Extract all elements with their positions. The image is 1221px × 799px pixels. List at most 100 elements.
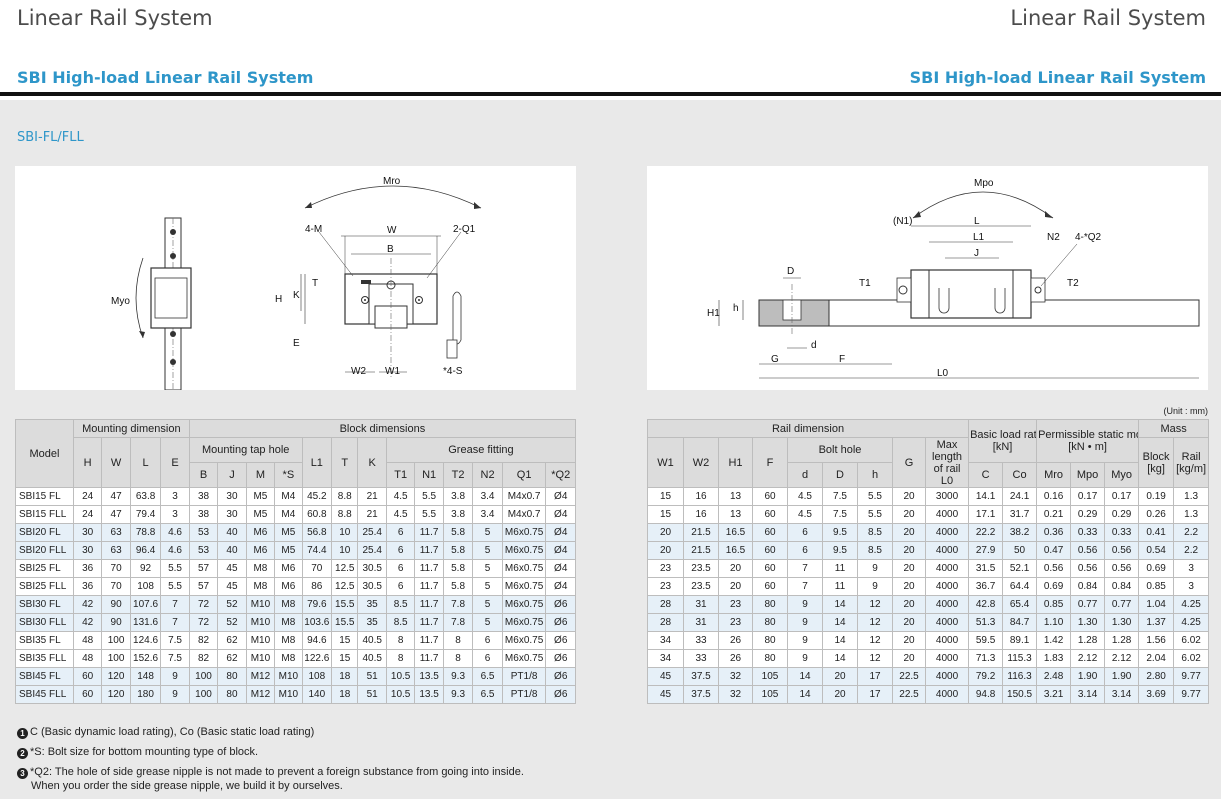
table-cell: 5 xyxy=(472,559,503,578)
table-cell: 6 xyxy=(385,577,416,596)
table-cell: M6x0.75 xyxy=(501,595,547,614)
table-cell: 4.6 xyxy=(160,523,190,542)
table-cell: 26 xyxy=(718,649,753,668)
table-cell: 100 xyxy=(188,685,219,704)
table-cell: M10 xyxy=(245,613,276,632)
table-cell: 5.8 xyxy=(442,541,474,560)
table-cell: 20 xyxy=(892,631,926,650)
table-cell: 40 xyxy=(217,523,247,542)
table-cell: 0.29 xyxy=(1104,505,1140,524)
table-cell: 6.02 xyxy=(1173,649,1210,668)
col-b: B xyxy=(188,462,219,488)
table-cell: 3 xyxy=(1173,559,1210,578)
label-t2: T2 xyxy=(1067,278,1079,289)
table-cell: 79.2 xyxy=(968,667,1004,686)
table-cell: 36.7 xyxy=(968,577,1004,596)
table-cell: 3 xyxy=(1173,577,1210,596)
table-cell: 9.5 xyxy=(822,523,858,542)
label-n2: N2 xyxy=(1047,232,1060,243)
table-cell: 35 xyxy=(357,613,387,632)
table-cell: 9 xyxy=(857,577,893,596)
table-cell: 0.54 xyxy=(1138,541,1175,560)
table-cell: 131.6 xyxy=(129,613,162,632)
col-q1: Q1 xyxy=(501,462,547,488)
table-cell: 1.3 xyxy=(1173,505,1210,524)
table-cell: M8 xyxy=(274,631,303,650)
table-cell: M8 xyxy=(274,613,303,632)
page-title-left: Linear Rail System xyxy=(17,6,213,30)
table-cell: Ø4 xyxy=(545,541,576,560)
table-cell: 14 xyxy=(787,667,823,686)
table-cell: 4.5 xyxy=(385,487,416,506)
table-cell: 70 xyxy=(301,559,333,578)
table-cell: 103.6 xyxy=(301,613,333,632)
table-cell: 17 xyxy=(857,667,893,686)
table-cell: 82 xyxy=(188,631,219,650)
table-cell: PT1/8 xyxy=(501,667,547,686)
table-cell: 3 xyxy=(160,487,190,506)
label-2q1: 2-Q1 xyxy=(453,224,476,235)
col-l1: L1 xyxy=(301,437,333,488)
table-cell: 48 xyxy=(72,631,103,650)
table-cell: 57 xyxy=(188,559,219,578)
table-cell: 9.77 xyxy=(1173,667,1210,686)
label-mro: Mro xyxy=(383,176,401,187)
table-cell: 9.5 xyxy=(822,541,858,560)
table-cell: 9.3 xyxy=(442,667,474,686)
table-cell: M6x0.75 xyxy=(501,541,547,560)
table-cell: 60 xyxy=(72,667,103,686)
table-cell: 21 xyxy=(357,487,387,506)
table-cell: 15 xyxy=(647,487,684,506)
table-cell: 45.2 xyxy=(301,487,333,506)
col-t: T xyxy=(331,437,359,488)
table-cell: 7 xyxy=(160,595,190,614)
table-cell: Ø4 xyxy=(545,505,576,524)
table-cell: M6x0.75 xyxy=(501,577,547,596)
label-4s: *4-S xyxy=(443,366,463,377)
label-t1: T1 xyxy=(859,278,871,289)
table-cell: 60 xyxy=(72,685,103,704)
table-cell: 94.6 xyxy=(301,631,333,650)
group-mass: Mass xyxy=(1138,419,1210,438)
col-c: C xyxy=(968,462,1004,488)
table-cell: 3 xyxy=(160,505,190,524)
table-cell: 100 xyxy=(188,667,219,686)
col-g: G xyxy=(892,437,926,488)
footnote-marker-3: 3 xyxy=(17,768,28,779)
model-series-label: SBI-FL/FLL xyxy=(17,130,84,145)
table-cell: 20 xyxy=(647,523,684,542)
table-cell: 0.17 xyxy=(1070,487,1106,506)
table-cell: 21.5 xyxy=(683,523,719,542)
table-cell: 11.7 xyxy=(414,649,444,668)
col-q2: *Q2 xyxy=(545,462,576,488)
table-cell: 30 xyxy=(72,541,103,560)
table-cell: 11.7 xyxy=(414,595,444,614)
table-cell: 1.28 xyxy=(1070,631,1106,650)
table-cell: 15 xyxy=(647,505,684,524)
table-cell: 60 xyxy=(752,505,788,524)
label-4m: 4-M xyxy=(305,224,322,235)
table-cell: 4000 xyxy=(924,613,970,632)
label-h: H xyxy=(275,294,282,305)
table-cell: 60 xyxy=(752,577,788,596)
table-cell: SBI35 FL xyxy=(15,631,74,650)
table-cell: 42.8 xyxy=(968,595,1004,614)
table-cell: 21.5 xyxy=(683,541,719,560)
table-cell: 12.5 xyxy=(331,559,359,578)
col-n2: N2 xyxy=(472,462,503,488)
table-cell: 24 xyxy=(72,505,103,524)
table-cell: 11.7 xyxy=(414,541,444,560)
table-cell: 5 xyxy=(472,523,503,542)
table-cell: M6x0.75 xyxy=(501,613,547,632)
table-cell: M8 xyxy=(245,577,276,596)
table-cell: SBI25 FL xyxy=(15,559,74,578)
table-cell: 94.8 xyxy=(968,685,1004,704)
table-cell: 0.85 xyxy=(1036,595,1072,614)
table-cell: 0.29 xyxy=(1070,505,1106,524)
